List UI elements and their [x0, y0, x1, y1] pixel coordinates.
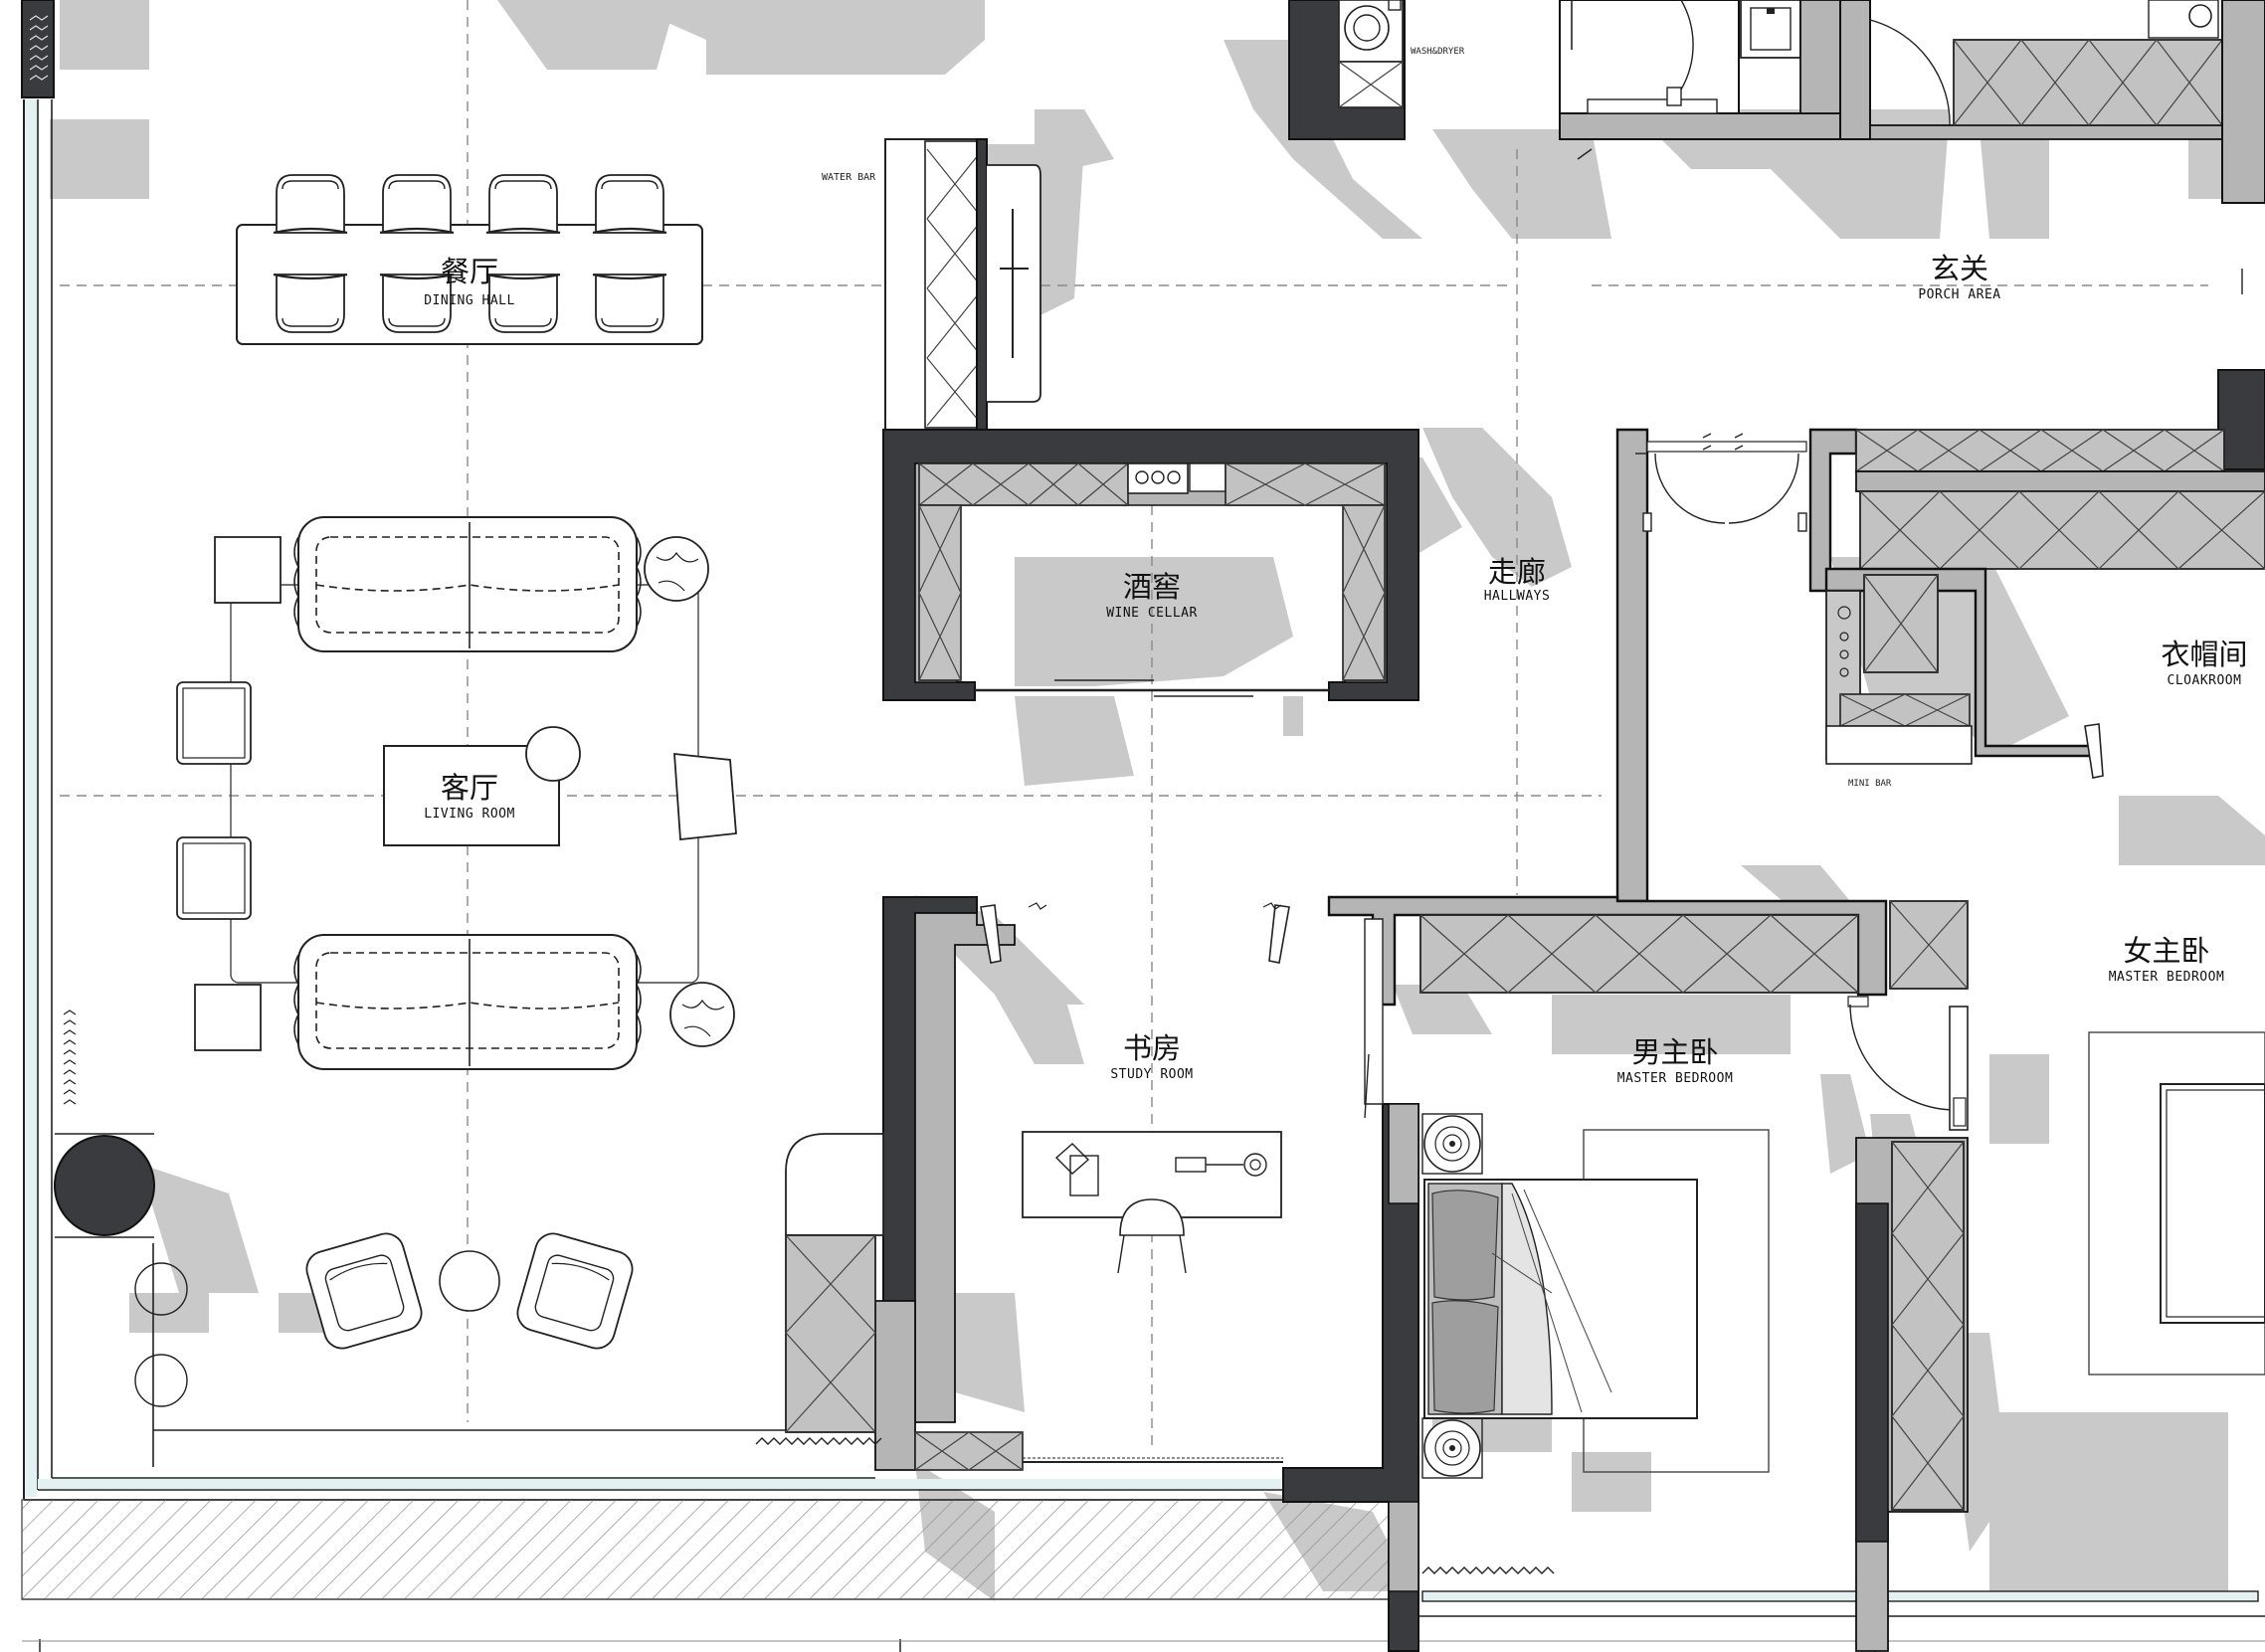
dining-chair	[591, 273, 668, 334]
water-bar-label: WATER BAR	[822, 172, 876, 183]
dining-label-cn: 餐厅	[441, 255, 498, 288]
living-area: 客厅 LIVING ROOM	[54, 516, 875, 1467]
master-f-label-en: MASTER BEDROOM	[2109, 970, 2225, 985]
study-room: 书房 STUDY ROOM	[755, 896, 1290, 1471]
exterior-walls	[21, 0, 2265, 1652]
side-table	[214, 536, 282, 604]
living-label-en: LIVING ROOM	[424, 807, 515, 822]
dining-area: 餐厅 DINING HALL	[236, 173, 703, 345]
master-bedroom-m: 男主卧 MASTER BEDROOM	[1282, 895, 1969, 1652]
dining-chair	[272, 173, 349, 235]
dining-table	[236, 224, 703, 345]
cloakroom: MINI BAR 衣帽间 CLOAKROOM	[1808, 428, 2265, 789]
porch-label-cn: 玄关	[1931, 252, 1988, 285]
water-bar: WATER BAR	[822, 138, 1041, 431]
study-label-cn: 书房	[1123, 1031, 1181, 1065]
bed-female	[2160, 1083, 2265, 1324]
cast-shadows	[50, 0, 2265, 1601]
master-f-label-cn: 女主卧	[2123, 934, 2209, 968]
dining-chair	[378, 173, 456, 235]
wine-cellar: 酒窖 WINE CELLAR	[882, 429, 1419, 701]
globe-lamp	[669, 982, 735, 1047]
cloak-label-cn: 衣帽间	[2161, 638, 2247, 671]
sofa-bottom	[293, 934, 642, 1070]
master-m-label-cn: 男主卧	[1631, 1035, 1718, 1069]
dining-chair	[484, 173, 562, 235]
cloak-label-en: CLOAKROOM	[2168, 673, 2242, 688]
wash-dryer-label: WASH&DRYER	[1411, 47, 1465, 57]
mini-bar-label: MINI BAR	[1848, 779, 1892, 789]
sofa-top	[293, 516, 642, 652]
laundry: WASH&DRYER	[1288, 0, 1465, 140]
round-side-table	[439, 1250, 500, 1312]
porch-label-en: PORCH AREA	[1918, 287, 2000, 302]
master-m-label-en: MASTER BEDROOM	[1617, 1071, 1734, 1086]
living-label-cn: 客厅	[441, 771, 498, 805]
side-table	[194, 984, 262, 1051]
globe-lamp	[644, 536, 709, 602]
master-bedroom-f: 女主卧 MASTER BEDROOM	[2088, 934, 2265, 1376]
study-label-en: STUDY ROOM	[1110, 1067, 1193, 1082]
dining-chair	[591, 173, 668, 235]
hallway-label-en: HALLWAYS	[1484, 589, 1551, 604]
dining-label-en: DINING HALL	[424, 293, 515, 308]
porch-cabinets: 玄关 PORCH AREA	[1839, 0, 2265, 470]
hallway-label-cn: 走廊	[1488, 555, 1546, 589]
wine-label-en: WINE CELLAR	[1106, 606, 1198, 621]
dining-chair	[272, 273, 349, 334]
wine-label-cn: 酒窖	[1123, 570, 1181, 604]
bath-top	[1559, 0, 1841, 160]
